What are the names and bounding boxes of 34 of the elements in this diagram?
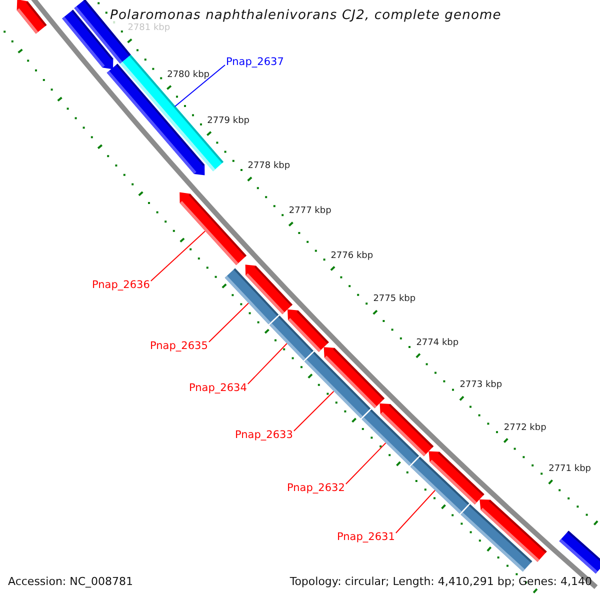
gene-feature (180, 192, 246, 266)
scale-label: 2777 kbp (288, 205, 332, 218)
scale-label: 2775 kbp (373, 293, 416, 306)
gene-feature (16, 0, 47, 34)
gene-label: Pnap_2631 (337, 530, 395, 544)
gene-feature (559, 530, 600, 574)
gene-feature (410, 456, 470, 514)
leader-line (293, 390, 334, 432)
scale-label: 2776 kbp (330, 250, 374, 262)
scale-label: 2774 kbp (416, 336, 459, 350)
scale-label: 2772 kbp (504, 422, 546, 434)
gene-feature (460, 504, 532, 572)
scale-label: 2779 kbp (207, 114, 250, 128)
scale-label: 2780 kbp (167, 68, 210, 82)
accession-text: Accession: NC_008781 (8, 575, 134, 589)
gene-label: Pnap_2632 (287, 481, 345, 495)
gene-label: Pnap_2637 (226, 55, 284, 69)
gene-feature (304, 352, 371, 418)
gene-feature (224, 268, 279, 324)
scale-label: 2781 kbp (128, 22, 170, 35)
scale-label: 2771 kbp (548, 463, 591, 476)
genome-info-text: Topology: circular; Length: 4,410,291 bp; Genes: 4,140 (290, 575, 592, 589)
leader-line (208, 302, 249, 342)
leader-line (150, 230, 206, 282)
gene-label: Pnap_2636 (92, 278, 150, 292)
gene-label: Pnap_2633 (235, 428, 293, 442)
title: Polaromonas naphthalenivorans CJ2, complete genome (110, 9, 502, 23)
scale-label: 2778 kbp (248, 160, 290, 174)
leader-line (345, 442, 386, 484)
gene-label: Pnap_2635 (150, 339, 208, 353)
gene-feature (362, 409, 419, 466)
gene-feature (270, 316, 314, 360)
gene-label: Pnap_2634 (189, 381, 247, 395)
scale-label: 2773 kbp (460, 379, 502, 392)
